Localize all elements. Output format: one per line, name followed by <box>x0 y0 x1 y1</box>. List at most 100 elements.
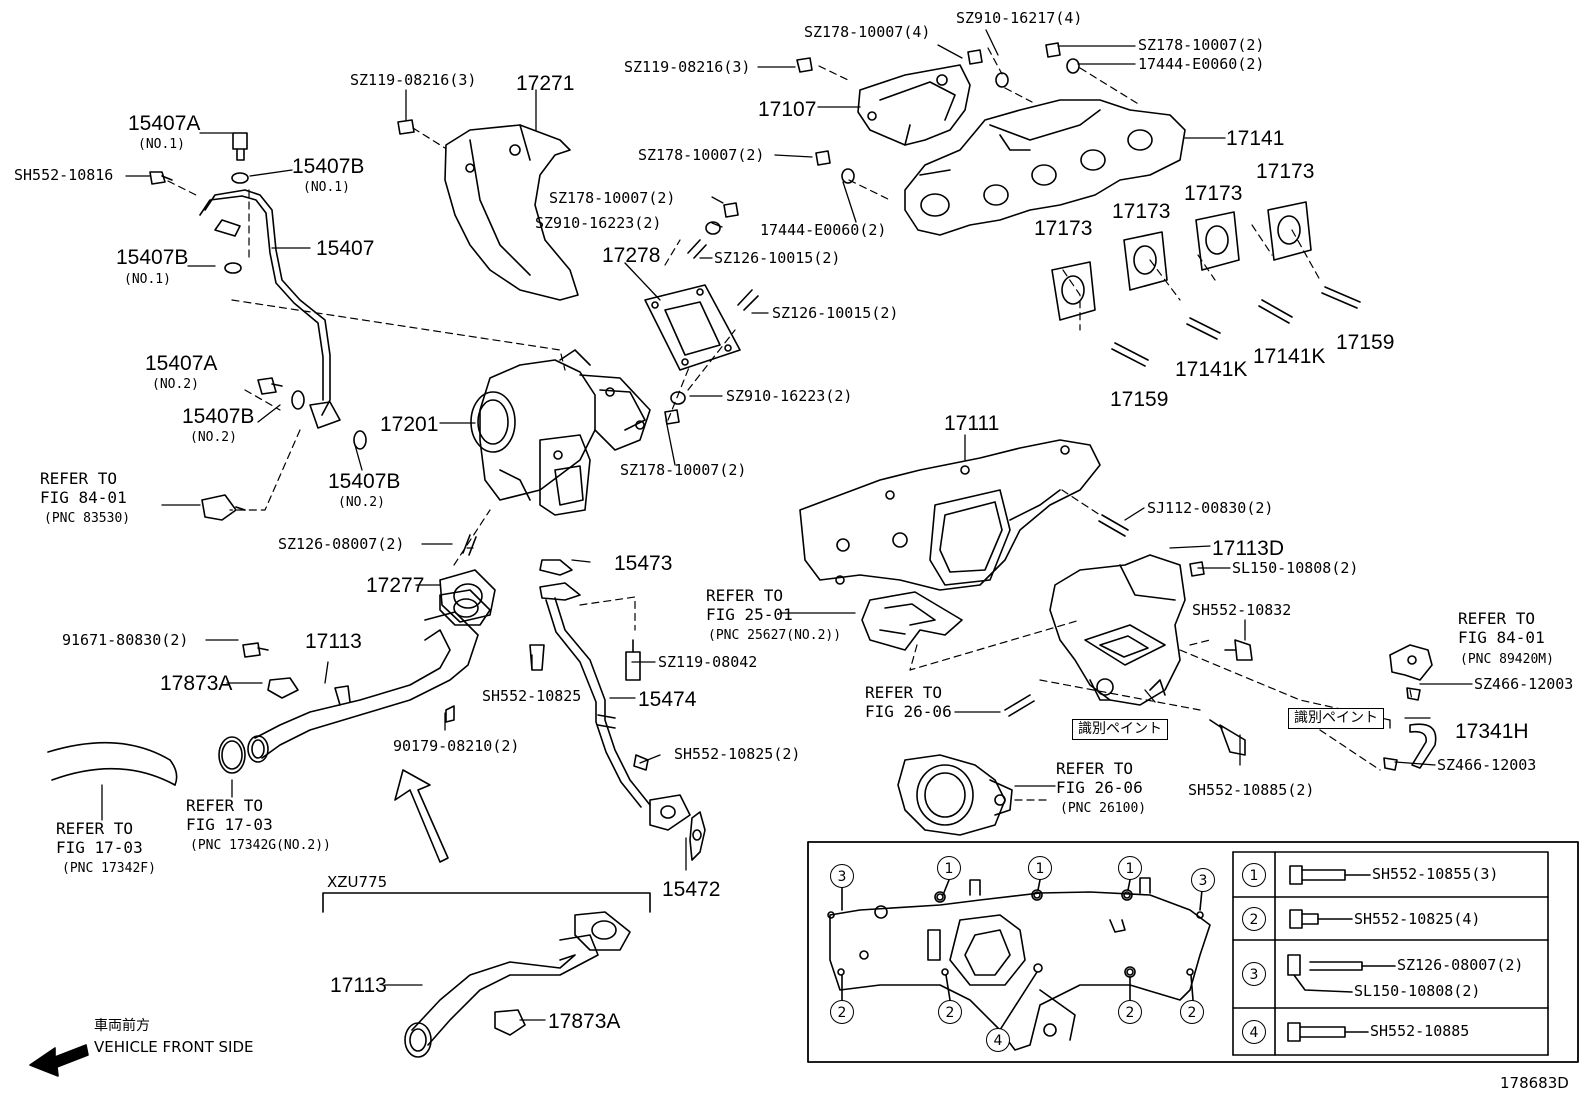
part-15474: 15474 <box>638 688 697 711</box>
hw-sj112-00830-2: SJ112-00830(2) <box>1147 499 1274 517</box>
refer-to-84-01-b-line2: FIG 84-01 <box>1458 628 1545 647</box>
hose-clamp <box>218 736 246 774</box>
exhaust-pipe-17113 <box>247 589 491 763</box>
vehicle-front-jp: 車両前方 <box>94 1018 150 1034</box>
part-17873a-bottom: 17873A <box>548 1010 621 1033</box>
refer-to-17-03-b-line1: REFER TO <box>56 819 134 838</box>
hw-sh552-10832: SH552-10832 <box>1192 601 1292 619</box>
part-15407a-no2: 15407A <box>145 352 218 375</box>
part-17277: 17277 <box>366 574 425 597</box>
part-15407a-no1: 15407A <box>128 112 201 135</box>
refer-to-17-03-a-line1: REFER TO <box>186 796 264 815</box>
refer-to-25-01-line2: FIG 25-01 <box>706 605 793 624</box>
vehicle-front-arrow <box>29 1044 89 1077</box>
part-17173-3: 17173 <box>1184 182 1243 205</box>
model-bracket <box>322 892 651 913</box>
hw-17444-e0060-2-a: 17444-E0060(2) <box>1138 55 1265 73</box>
legend-num-4: 4 <box>1242 1020 1266 1044</box>
hw-sh552-10885-2: SH552-10885(2) <box>1188 781 1315 799</box>
diagram-id: 178683D <box>1500 1074 1569 1092</box>
identification-paint-label-1: 識別ペイント <box>1072 719 1168 740</box>
legend-num-2: 2 <box>1242 907 1266 931</box>
vacuum-hose-17341h <box>1409 723 1437 769</box>
part-17173-4: 17173 <box>1256 160 1315 183</box>
refer-to-26-06-b-line1: REFER TO <box>1056 759 1134 778</box>
oil-pressure-sensor <box>201 494 246 521</box>
legend-part-3a: SZ126-08007(2) <box>1397 956 1524 974</box>
turbo-heat-insulator-17271 <box>444 124 579 301</box>
refer-to-17-03-a-line2: FIG 17-03 <box>186 815 273 834</box>
studs <box>462 239 1361 717</box>
front-arrow-up <box>394 769 449 863</box>
gaskets-17173 <box>1051 201 1312 321</box>
hw-sz126-10015-2-a: SZ126-10015(2) <box>714 249 841 267</box>
bolt-callout-4: 4 <box>986 1028 1010 1052</box>
part-17173-2: 17173 <box>1112 200 1171 223</box>
dashed-assembly-lines <box>167 47 1413 801</box>
part-17278: 17278 <box>602 244 661 267</box>
refer-to-17-03-b-line3: (PNC 17342F) <box>62 861 156 876</box>
hw-sh552-10825: SH552-10825 <box>482 687 582 705</box>
hw-sz178-10007-2-a: SZ178-10007(2) <box>1138 36 1265 54</box>
part-17111: 17111 <box>944 412 1000 435</box>
hw-sz119-08042: SZ119-08042 <box>658 653 758 671</box>
legend-part-3b: SL150-10808(2) <box>1354 982 1481 1000</box>
part-17113-bottom: 17113 <box>330 974 387 997</box>
model-label-xzu775: XZU775 <box>327 873 388 891</box>
water-pipe-15474 <box>539 559 706 861</box>
refer-to-84-01-a-line1: REFER TO <box>40 469 118 488</box>
hw-sz178-10007-2-d: SZ178-10007(2) <box>620 461 747 479</box>
bolt-callout-2-b: 2 <box>938 1000 962 1024</box>
part-15473: 15473 <box>614 552 673 575</box>
hw-sl150-10808-2: SL150-10808(2) <box>1232 559 1359 577</box>
hw-17444-e0060-2-b: 17444-E0060(2) <box>760 221 887 239</box>
vehicle-front-en: VEHICLE FRONT SIDE <box>94 1038 254 1056</box>
refer-to-25-01-line3: (PNC 25627(NO.2)) <box>708 628 842 643</box>
refer-to-26-06-a-line2: FIG 26-06 <box>865 702 952 721</box>
part-15407b-no1-bottom: 15407B <box>116 246 189 269</box>
refer-to-26-06-b-line2: FIG 26-06 <box>1056 778 1143 797</box>
intake-manifold-17111 <box>799 439 1101 591</box>
part-15407b-no2-right: 15407B <box>328 470 401 493</box>
part-15407a-no1-note: (NO.1) <box>138 137 185 152</box>
legend-num-1: 1 <box>1242 863 1266 887</box>
part-17201: 17201 <box>380 413 439 436</box>
small-fasteners <box>149 42 1421 771</box>
throttle-body <box>897 754 1013 836</box>
part-17159-1: 17159 <box>1110 388 1169 411</box>
part-17107: 17107 <box>758 98 817 121</box>
hw-sz910-16223-2-a: SZ910-16223(2) <box>535 214 662 232</box>
legend-part-1: SH552-10855(3) <box>1372 865 1499 883</box>
bolt-callout-1-c: 1 <box>1118 856 1142 880</box>
manifold-heat-insulator-17107 <box>857 64 971 146</box>
hw-sz466-12003-bottom: SZ466-12003 <box>1437 756 1537 774</box>
part-15407: 15407 <box>316 237 375 260</box>
hw-sz910-16223-2-b: SZ910-16223(2) <box>726 387 853 405</box>
part-17113-top: 17113 <box>305 630 362 653</box>
refer-to-84-01-a-line3: (PNC 83530) <box>44 511 131 526</box>
part-15472: 15472 <box>662 878 721 901</box>
refer-to-84-01-b-line1: REFER TO <box>1458 609 1536 628</box>
legend-part-2: SH552-10825(4) <box>1354 910 1481 928</box>
gasket-17278 <box>644 284 741 371</box>
hw-sz466-12003-top: SZ466-12003 <box>1474 675 1574 693</box>
intake-connector-17113d <box>1049 554 1186 706</box>
part-15407b-no1-top: 15407B <box>292 155 365 178</box>
refer-to-84-01-b-line3: (PNC 89420M) <box>1460 652 1554 667</box>
hw-sz119-08216-3-a: SZ119-08216(3) <box>350 71 477 89</box>
part-17113d: 17113D <box>1212 537 1285 560</box>
hw-sz178-10007-2-c: SZ178-10007(2) <box>549 189 676 207</box>
gasket-17277 <box>439 569 496 623</box>
part-17141k-1: 17141K <box>1175 358 1248 381</box>
bolt-callout-1-a: 1 <box>937 856 961 880</box>
legend-num-3: 3 <box>1242 962 1266 986</box>
refer-to-26-06-b-line3: (PNC 26100) <box>1060 801 1147 816</box>
oil-pipe-15407 <box>199 189 341 429</box>
hw-sz126-10015-2-b: SZ126-10015(2) <box>772 304 899 322</box>
refer-to-26-06-a-line1: REFER TO <box>865 683 943 702</box>
part-15407b-no2-left-note: (NO.2) <box>190 430 237 445</box>
bolt-callout-3-right: 3 <box>1191 868 1215 892</box>
part-17341h: 17341H <box>1455 720 1529 743</box>
